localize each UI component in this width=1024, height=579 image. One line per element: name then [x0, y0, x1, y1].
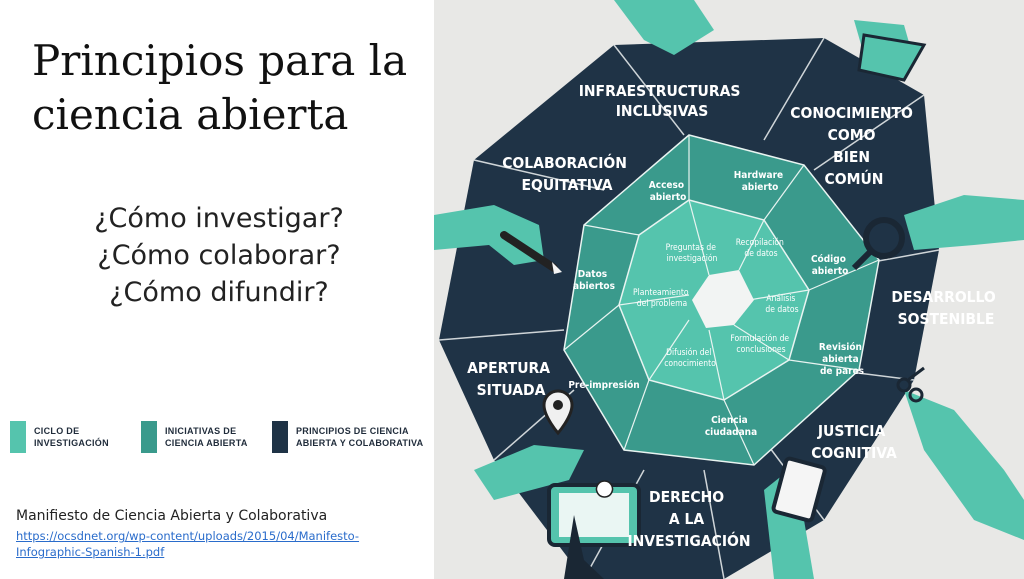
- scissors-icon: [896, 366, 925, 403]
- slide-title: Principios para la ciencia abierta: [32, 34, 432, 142]
- initiative-hardware: Hardware abierto: [734, 170, 787, 193]
- open-science-infographic: INFRAESTRUCTURAS INCLUSIVAS CONOCIMIENTO…: [434, 0, 1024, 579]
- principle-derecho: DERECHO A LA INVESTIGACIÓN: [627, 488, 750, 550]
- hand-bottom-right-icon: [904, 390, 1024, 540]
- initiative-labels: Acceso abierto Hardware abierto Datos ab…: [568, 170, 865, 438]
- legend-item-principles: PRINCIPIOS DE CIENCIA ABIERTA Y COLABORA…: [272, 420, 423, 454]
- cycle-center-hexagon: [692, 270, 754, 328]
- source-link[interactable]: https://ocsdnet.org/wp-content/uploads/2…: [16, 529, 360, 559]
- principle-labels: INFRAESTRUCTURAS INCLUSIVAS CONOCIMIENTO…: [467, 82, 1000, 550]
- initiative-ciencia-ciudadana: Ciencia ciudadana: [705, 415, 757, 438]
- legend-label-cycle: CICLO DE INVESTIGACIÓN: [34, 426, 109, 448]
- infographic-svg: INFRAESTRUCTURAS INCLUSIVAS CONOCIMIENTO…: [434, 0, 1024, 579]
- location-pin-icon: [542, 389, 574, 436]
- legend-swatch-initiatives: [141, 421, 157, 453]
- tablet-icon: [547, 480, 641, 579]
- cycle-formulacion: Formulación de conclusiones: [730, 333, 791, 355]
- color-legend: CICLO DE INVESTIGACIÓN INICIATIVAS DE CI…: [8, 420, 428, 456]
- legend-swatch-principles: [272, 421, 288, 453]
- cycle-preguntas: Preguntas de investigación: [666, 243, 719, 264]
- hand-top-left-icon: [614, 0, 714, 55]
- cycle-difusion: Difusión del conocimiento: [664, 347, 716, 369]
- principle-desarrollo: DESARROLLO SOSTENIBLE: [891, 288, 1000, 328]
- magnifier-icon: [851, 217, 905, 271]
- source-citation: Manifiesto de Ciencia Abierta y Colabora…: [16, 508, 416, 560]
- source-title: Manifiesto de Ciencia Abierta y Colabora…: [16, 508, 328, 524]
- principle-apertura: APERTURA SITUADA: [467, 359, 555, 399]
- principle-infraestructuras: INFRAESTRUCTURAS INCLUSIVAS: [579, 82, 746, 120]
- notebook-icon: [857, 33, 927, 82]
- hand-right-icon: [904, 195, 1024, 250]
- cycle-recopilacion: Recopilación de datos: [736, 237, 787, 259]
- principle-conocimiento: CONOCIMIENTO COMO BIEN COMÚN: [790, 104, 918, 188]
- pencil-icon: [500, 231, 562, 274]
- initiative-revision: Revisión abierta de pares: [819, 341, 865, 377]
- legend-item-initiatives: INICIATIVAS DE CIENCIA ABIERTA: [141, 420, 248, 454]
- question-1: ¿Cómo investigar?: [94, 203, 344, 234]
- hands-illustrations: [434, 0, 1024, 579]
- legend-label-principles: PRINCIPIOS DE CIENCIA ABIERTA Y COLABORA…: [296, 426, 424, 448]
- guiding-questions: ¿Cómo investigar? ¿Cómo colaborar? ¿Cómo…: [60, 200, 378, 311]
- title-line-1: Principios para la: [32, 36, 408, 85]
- legend-label-initiatives: INICIATIVAS DE CIENCIA ABIERTA: [165, 426, 248, 448]
- legend-item-cycle: CICLO DE INVESTIGACIÓN: [10, 420, 109, 454]
- principle-colaboracion: COLABORACIÓN EQUITATIVA: [502, 153, 632, 194]
- question-3: ¿Cómo difundir?: [109, 277, 329, 308]
- phone-icon: [771, 456, 827, 523]
- legend-swatch-cycle: [10, 421, 26, 453]
- hand-bottom-left-icon: [474, 445, 584, 500]
- initiative-codigo: Código abierto: [811, 253, 849, 277]
- title-line-2: ciencia abierta: [32, 90, 349, 139]
- initiative-preimpresion: Pre-impresión: [568, 379, 639, 391]
- cycle-analisis: Análisis de datos: [765, 294, 798, 315]
- initiative-acceso: Acceso abierto: [649, 180, 687, 203]
- principle-justicia: JUSTICIA COGNITIVA: [811, 422, 897, 462]
- cycle-labels: Preguntas de investigación Recopilación …: [633, 237, 799, 369]
- hand-left-icon: [434, 205, 544, 265]
- cycle-spoke-lines: [563, 135, 880, 466]
- cycle-planteamiento: Planteamiento del problema: [633, 288, 691, 309]
- initiative-datos: Datos abiertos: [573, 269, 615, 292]
- question-2: ¿Cómo colaborar?: [97, 240, 341, 271]
